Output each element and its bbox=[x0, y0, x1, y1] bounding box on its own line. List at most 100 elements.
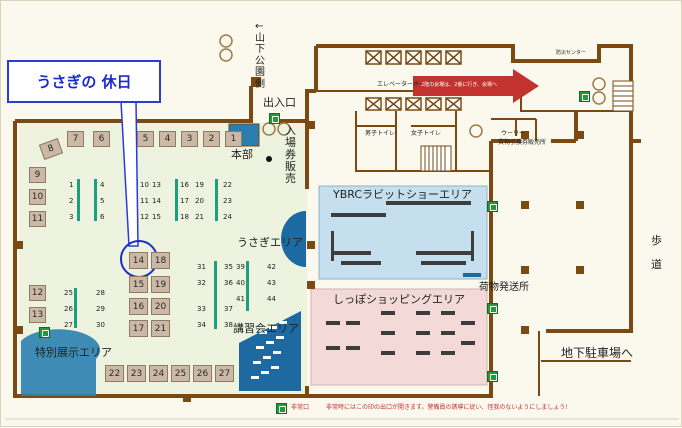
table-35[interactable]: 35 bbox=[224, 263, 233, 271]
legend-note: 非常時にはこの印の出口が開きます。警備員の誘導に従い、怪我のないようにしましょう… bbox=[326, 404, 568, 411]
table-25[interactable]: 25 bbox=[64, 289, 73, 297]
shopping-tables bbox=[326, 311, 475, 355]
booth-22[interactable]: 22 bbox=[105, 365, 124, 382]
booth-4[interactable]: 4 bbox=[159, 131, 176, 147]
table-30[interactable]: 30 bbox=[96, 321, 105, 329]
booth-13[interactable]: 13 bbox=[29, 307, 46, 323]
booth-7[interactable]: 7 bbox=[67, 131, 84, 147]
booth-14[interactable]: 14 bbox=[129, 252, 148, 269]
table-22[interactable]: 22 bbox=[223, 181, 232, 189]
emergency-exit-icon bbox=[269, 113, 280, 124]
booth-20[interactable]: 20 bbox=[151, 298, 170, 315]
table-34[interactable]: 34 bbox=[197, 321, 206, 329]
table-14[interactable]: 14 bbox=[152, 197, 161, 205]
luggage-counter bbox=[463, 273, 481, 277]
booth-9[interactable]: 9 bbox=[29, 167, 46, 183]
legend-exit-icon bbox=[276, 403, 287, 414]
table-29[interactable]: 29 bbox=[96, 305, 105, 313]
table-38[interactable]: 38 bbox=[224, 321, 233, 329]
booth-25[interactable]: 25 bbox=[171, 365, 190, 382]
elevators bbox=[365, 50, 462, 111]
booth-6[interactable]: 6 bbox=[93, 131, 110, 147]
table-31[interactable]: 31 bbox=[197, 263, 206, 271]
table-12[interactable]: 12 bbox=[140, 213, 149, 221]
shopping-area-floor bbox=[310, 288, 488, 386]
booth-1[interactable]: 1 bbox=[225, 131, 242, 147]
table-27[interactable]: 27 bbox=[64, 321, 73, 329]
table-17[interactable]: 17 bbox=[180, 197, 189, 205]
special-area-label: 特別展示エリア bbox=[35, 346, 112, 359]
table-18[interactable]: 18 bbox=[180, 213, 189, 221]
table-16[interactable]: 16 bbox=[180, 181, 189, 189]
security-center-label: 防災センター bbox=[556, 50, 587, 56]
emergency-exit-icon bbox=[39, 327, 50, 338]
table-36[interactable]: 36 bbox=[224, 279, 233, 287]
table-11[interactable]: 11 bbox=[140, 197, 149, 205]
booth-12[interactable]: 12 bbox=[29, 285, 46, 301]
mens-toilet-label: 男子トイレ bbox=[365, 130, 396, 137]
table-15[interactable]: 15 bbox=[152, 213, 161, 221]
table-37[interactable]: 37 bbox=[224, 305, 233, 313]
table-28[interactable]: 28 bbox=[96, 289, 105, 297]
booth-16[interactable]: 16 bbox=[129, 298, 148, 315]
emergency-exit-icon bbox=[487, 201, 498, 212]
table-2[interactable]: 2 bbox=[69, 197, 74, 205]
table-5[interactable]: 5 bbox=[100, 197, 105, 205]
table-19[interactable]: 19 bbox=[195, 181, 204, 189]
table-40[interactable]: 40 bbox=[236, 279, 245, 287]
table-23[interactable]: 23 bbox=[223, 197, 232, 205]
table-21[interactable]: 21 bbox=[195, 213, 204, 221]
special-stage bbox=[21, 329, 101, 396]
booth-26[interactable]: 26 bbox=[193, 365, 212, 382]
booth-18[interactable]: 18 bbox=[151, 252, 170, 269]
shopping-area-label: しっぽショッピングエリア bbox=[333, 293, 465, 306]
headquarters-label: 本部 bbox=[231, 148, 253, 161]
table-24[interactable]: 24 bbox=[223, 213, 232, 221]
booth-19[interactable]: 19 bbox=[151, 276, 170, 293]
lecture-area-label: 講習会エリア bbox=[233, 322, 299, 335]
booth-5[interactable]: 5 bbox=[137, 131, 154, 147]
table-33[interactable]: 33 bbox=[197, 305, 206, 313]
ybrc-tables bbox=[331, 201, 474, 265]
table-26[interactable]: 26 bbox=[64, 305, 73, 313]
booth-24[interactable]: 24 bbox=[149, 365, 168, 382]
table-10[interactable]: 10 bbox=[140, 181, 149, 189]
ybrc-area-label: YBRCラビットショーエリア bbox=[333, 188, 473, 201]
booth-15[interactable]: 15 bbox=[129, 276, 148, 293]
emergency-exit-icon bbox=[579, 91, 590, 102]
direction-arrow bbox=[413, 69, 539, 103]
stairs bbox=[420, 80, 634, 172]
booth-27[interactable]: 27 bbox=[215, 365, 234, 382]
info-marker bbox=[266, 156, 272, 162]
table-6[interactable]: 6 bbox=[100, 213, 105, 221]
table-32[interactable]: 32 bbox=[197, 279, 206, 287]
table-13[interactable]: 13 bbox=[152, 181, 161, 189]
luggage-label: 荷物発送所 bbox=[479, 282, 529, 293]
underground-parking-label: 地下駐車場へ bbox=[561, 346, 634, 360]
table-3[interactable]: 3 bbox=[69, 213, 74, 221]
table-20[interactable]: 20 bbox=[195, 197, 204, 205]
table-41[interactable]: 41 bbox=[236, 295, 245, 303]
doors bbox=[219, 34, 606, 138]
table-1[interactable]: 1 bbox=[69, 181, 74, 189]
table-43[interactable]: 43 bbox=[267, 279, 276, 287]
booth-17[interactable]: 17 bbox=[129, 320, 148, 337]
booth-2[interactable]: 2 bbox=[203, 131, 220, 147]
booth-23[interactable]: 23 bbox=[127, 365, 146, 382]
table-4[interactable]: 4 bbox=[100, 181, 105, 189]
elevator-hall-label: エレベーターホール bbox=[377, 81, 432, 88]
table-42[interactable]: 42 bbox=[267, 263, 276, 271]
booth-10[interactable]: 10 bbox=[29, 189, 46, 205]
table-44[interactable]: 44 bbox=[267, 295, 276, 303]
sidewalk-label: 歩 道 bbox=[651, 234, 662, 272]
arrow-note-label: 2階の会場は、2番に行き、会場へ bbox=[421, 82, 498, 88]
cloak-sub-label: 貨物引換券販売所 bbox=[498, 139, 547, 146]
table-39[interactable]: 39 bbox=[236, 263, 245, 271]
park-side-label: ←山下公園側 bbox=[255, 21, 265, 90]
booth-3[interactable]: 3 bbox=[181, 131, 198, 147]
booth-11[interactable]: 11 bbox=[29, 211, 46, 227]
booth-21[interactable]: 21 bbox=[151, 320, 170, 337]
entrance-exit-label: 出入口 bbox=[263, 96, 296, 109]
